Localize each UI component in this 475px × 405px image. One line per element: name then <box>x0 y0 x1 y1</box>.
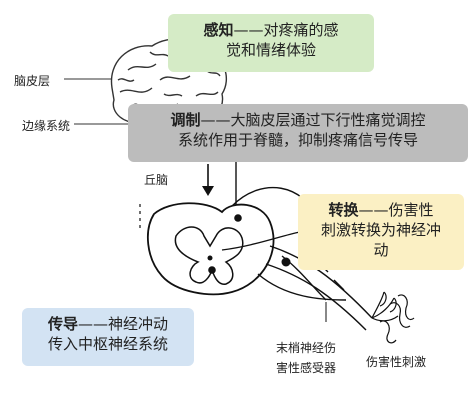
transduction-line-3: 动 <box>373 241 389 259</box>
transmission-line-2: 传入中枢神经系统 <box>47 335 168 353</box>
transduction-line-2: 刺激转换为神经冲 <box>320 221 441 239</box>
modulation-line-2: 系统作用于脊髓，抑制疼痛信号传导 <box>177 131 418 149</box>
limbic-system-label: 边缘系统 <box>22 119 71 133</box>
spinal-cord-section <box>139 186 347 301</box>
descending-arrow-icon <box>202 186 214 196</box>
receptor-label-line-1: 末梢神经伤 <box>276 341 337 355</box>
perception-line-1: 感知——对疼痛的感 <box>176 20 366 40</box>
receptor-label: 末梢神经伤 害性感受器 <box>276 338 336 378</box>
transduction-dash: —— <box>358 201 389 219</box>
watermark: 知乎 @自由之路 <box>368 383 456 397</box>
transduction-title: 转换 <box>328 201 359 219</box>
nerve-ending-icon <box>371 291 415 344</box>
perception-line-2: 觉和情绪体验 <box>225 41 316 59</box>
transmission-title: 传导 <box>47 315 78 333</box>
perception-box: 感知——对疼痛的感 觉和情绪体验 <box>168 14 374 72</box>
modulation-line-1: 调制——大脑皮层通过下行性痛觉调控 <box>136 110 460 130</box>
modulation-title: 调制 <box>170 111 201 129</box>
perception-title: 感知 <box>203 21 234 39</box>
transmission-dash: —— <box>78 315 108 333</box>
transduction-text-1: 伤害性 <box>388 201 434 219</box>
transduction-line-1: 转换——伤害性 <box>306 200 456 220</box>
transduction-box: 转换——伤害性 刺激转换为神经冲 动 <box>298 194 464 270</box>
stimulus-label: 伤害性刺激 <box>366 355 427 369</box>
perception-dash: —— <box>233 21 264 39</box>
modulation-box: 调制——大脑皮层通过下行性痛觉调控 系统作用于脊髓，抑制疼痛信号传导 <box>128 104 468 162</box>
perception-text-1: 对疼痛的感 <box>263 21 339 39</box>
transmission-text-1: 神经冲动 <box>108 315 169 333</box>
receptor-label-line-2: 害性感受器 <box>276 361 337 375</box>
modulation-text-1: 大脑皮层通过下行性痛觉调控 <box>230 111 426 129</box>
cortex-label: 脑皮层 <box>14 74 51 88</box>
thalamus-label: 丘脑 <box>144 173 169 187</box>
modulation-dash: —— <box>200 111 231 129</box>
transmission-box: 传导——神经冲动 传入中枢神经系统 <box>22 308 194 366</box>
transmission-line-1: 传导——神经冲动 <box>30 314 186 334</box>
